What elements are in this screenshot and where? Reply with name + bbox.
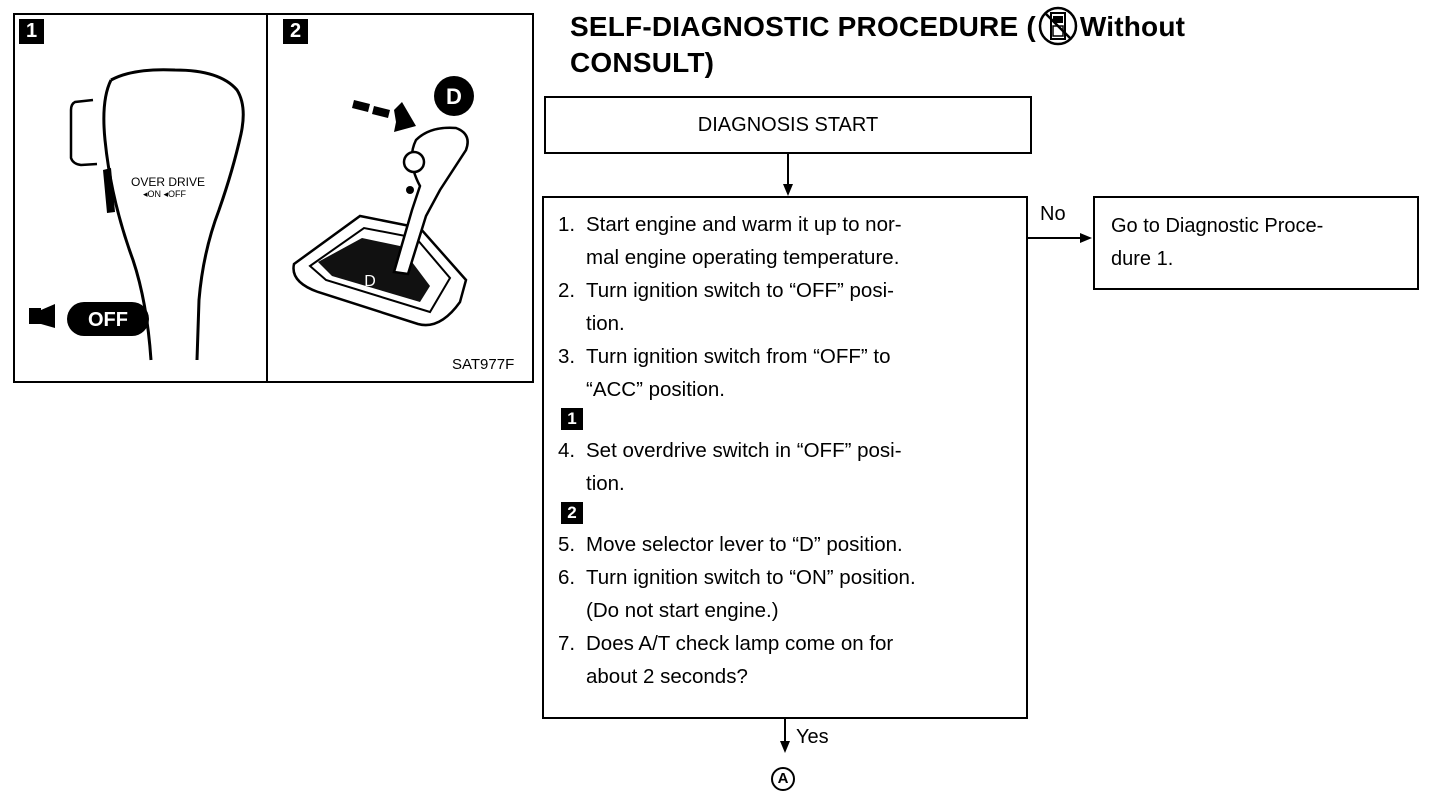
step-5: 5.Move selector lever to “D” position. [558,533,903,556]
title-line1-end: Without [1079,11,1186,42]
flow-arrow-yes [780,719,790,753]
off-badge: OFF [88,309,128,331]
panel-number-2: 2 [283,19,308,44]
figure-code: SAT977F [452,356,515,373]
no-branch-box: Go to Diagnostic Proce- dure 1. [1093,196,1419,290]
panel-divider [266,13,268,383]
step-3-cont: “ACC” position. [586,378,725,401]
no-consult-icon [1038,6,1078,46]
step-1-cont: mal engine operating temperature. [586,246,900,269]
step-3: 3.Turn ignition switch from “OFF” to [558,345,891,368]
illustration-frame [13,13,534,383]
d-badge: D [446,84,462,109]
connector-a: A [771,767,795,791]
selector-lever-illustration: D D [292,76,474,327]
step-7: 7.Does A/T check lamp come on for [558,632,894,655]
step-6-cont: (Do not start engine.) [586,599,779,622]
step-7-cont: about 2 seconds? [586,665,748,688]
panel-number-1: 1 [19,19,44,44]
shift-knob-illustration: OVER DRIVE ◂ON ◂OFF OFF [29,68,245,361]
step-4: 4.Set overdrive switch in “OFF” posi- [558,439,902,462]
title-line2: CONSULT) [570,46,715,78]
overdrive-label: OVER DRIVE [131,175,205,189]
page-title: SELF-DIAGNOSTIC PROCEDURE ( Without CONS… [570,6,1330,79]
title-line1-start: SELF-DIAGNOSTIC PROCEDURE ( [570,11,1036,42]
flow-arrow-down [783,154,793,196]
step-2: 2.Turn ignition switch to “OFF” posi- [558,279,894,302]
step-marker-1: 1 [558,406,1016,434]
gate-label: D [364,273,376,290]
diagnosis-start-label: DIAGNOSIS START [697,113,879,136]
no-box-line2: dure 1. [1111,248,1174,270]
no-box-line1: Go to Diagnostic Proce- [1111,215,1324,237]
step-marker-2: 2 [558,500,1016,528]
overdrive-sublabel: ◂ON ◂OFF [143,189,187,199]
no-label: No [1040,203,1066,225]
flow-arrow-right [1028,233,1092,243]
step-2-cont: tion. [586,312,625,335]
diagnosis-start-box: DIAGNOSIS START [544,96,1032,154]
step-4-cont: tion. [586,472,625,495]
step-1: 1.Start engine and warm it up to nor- [558,213,902,236]
yes-label: Yes [796,726,829,748]
procedure-steps-box: 1.Start engine and warm it up to nor- ma… [542,196,1028,719]
step-6: 6.Turn ignition switch to “ON” position. [558,566,916,589]
